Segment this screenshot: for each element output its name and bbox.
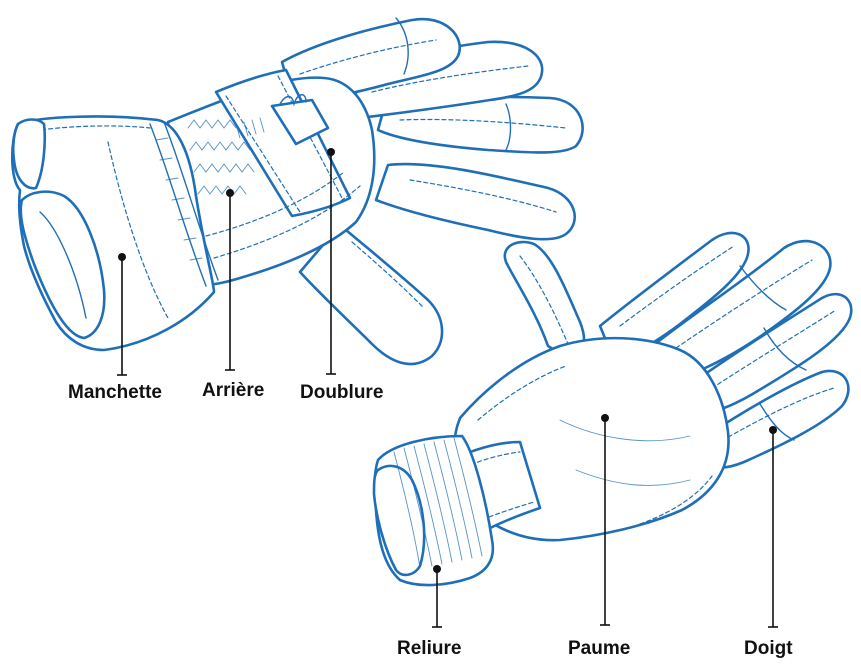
label-paume: Paume (568, 638, 631, 659)
label-doublure: Doublure (300, 382, 384, 403)
leader-doigt (768, 426, 778, 628)
leader-doublure (326, 148, 336, 375)
leader-manchette (117, 253, 127, 376)
label-manchette: Manchette (68, 382, 162, 403)
glove-logo-icon (270, 98, 330, 146)
back-glove-cuff-opening (19, 190, 106, 340)
leader-lines (117, 148, 778, 628)
palm-glove-little-finger (696, 369, 850, 469)
palm-glove-index-finger (598, 231, 750, 362)
label-reliure: Reliure (397, 638, 462, 659)
leader-arriere (225, 189, 235, 371)
glove-palm-view-icon (372, 231, 853, 587)
palm-glove-cuff-opening (372, 464, 426, 577)
palm-glove-thumb (503, 240, 586, 362)
label-doigt: Doigt (744, 638, 793, 659)
back-glove-knit-texture (187, 117, 265, 195)
palm-glove-knit-ribs (393, 437, 483, 569)
label-arriere: Arrière (202, 380, 265, 401)
back-glove-thumb (298, 223, 444, 366)
glove-back-view-icon (10, 17, 584, 366)
leader-paume (600, 414, 610, 626)
back-glove-little-finger (374, 162, 576, 241)
leader-reliure (432, 565, 442, 628)
